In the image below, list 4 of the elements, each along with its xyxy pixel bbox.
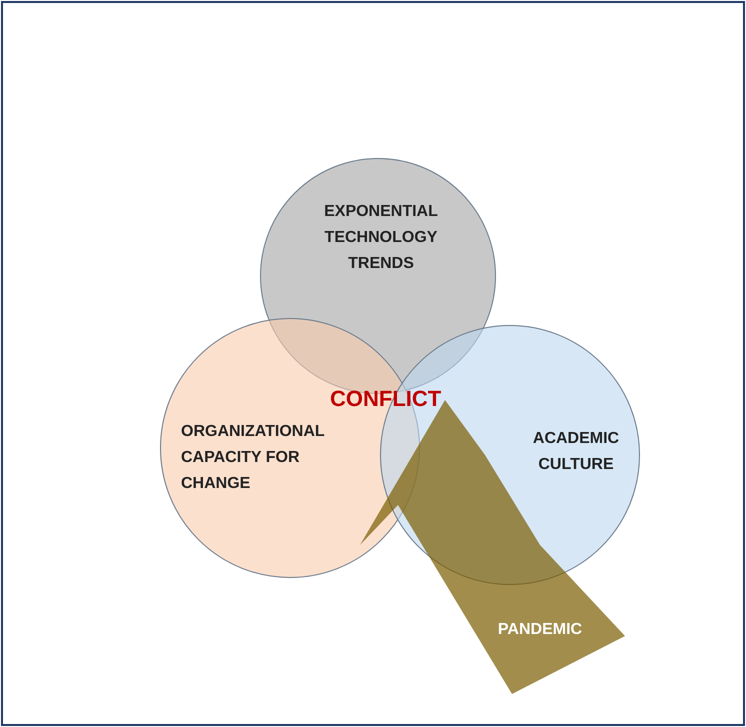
arrow-label: PANDEMIC (496, 620, 584, 640)
circle-label: ORGANIZATIONAL CAPACITY FOR CHANGE (181, 422, 326, 494)
circle-label: ACADEMIC CULTURE (532, 429, 620, 475)
circle-label: EXPONENTIAL TECHNOLOGY TRENDS (323, 202, 439, 274)
